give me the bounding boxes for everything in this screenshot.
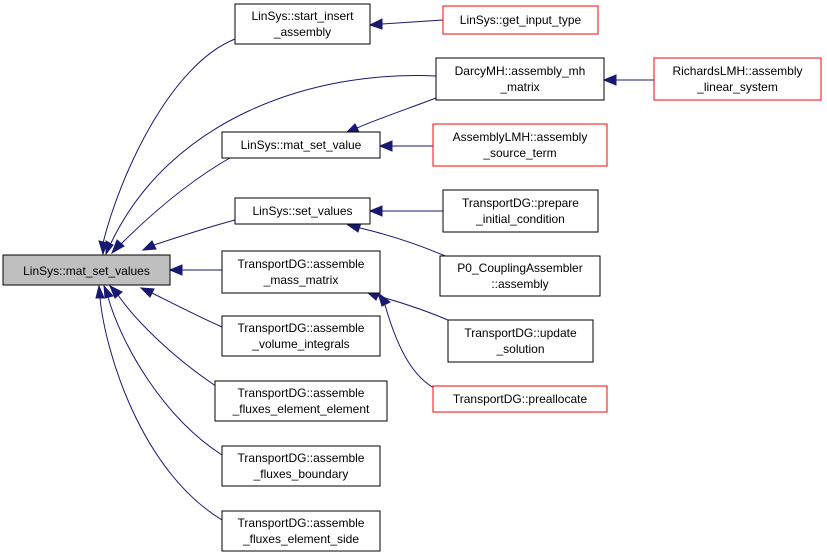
node-assemble-fluxes-boundary[interactable]: TransportDG::assemble _fluxes_boundary: [221, 445, 381, 487]
node-preallocate[interactable]: TransportDG::preallocate: [432, 385, 608, 413]
node-label: TransportDG::assemble: [238, 386, 365, 400]
node-label: TransportDG::assemble: [238, 451, 365, 465]
edge-fluxes-boundary-to-root: [107, 296, 223, 456]
node-start-insert-assembly[interactable]: LinSys::start_insert _assembly: [234, 3, 371, 45]
node-label: ::assembly: [491, 277, 548, 291]
node-label: _matrix: [499, 80, 539, 94]
arrowhead: [378, 140, 393, 152]
edge-preallocate-to-mass-matrix: [384, 304, 449, 395]
node-label: _mass_matrix: [263, 273, 339, 287]
edge-mat-set-value-to-root: [119, 154, 236, 246]
arrowhead: [368, 18, 383, 30]
nodes: LinSys::mat_set_values LinSys::start_ins…: [2, 3, 822, 552]
arrowhead: [168, 264, 183, 276]
node-assemble-fluxes-element-element[interactable]: TransportDG::assemble _fluxes_element_el…: [214, 380, 388, 422]
node-get-input-type[interactable]: LinSys::get_input_type: [442, 5, 599, 35]
arrowhead: [602, 74, 617, 86]
node-assemble-mass-matrix[interactable]: TransportDG::assemble _mass_matrix: [221, 250, 381, 294]
edge-start-insert-to-root: [102, 38, 236, 244]
node-label: DarcyMH::assembly_mh: [455, 64, 586, 78]
node-label: TransportDG::assemble: [238, 321, 365, 335]
edge-darcy-mh-to-root: [110, 75, 437, 244]
edge-set-values-to-root: [153, 219, 236, 246]
arrowhead: [141, 240, 157, 251]
node-darcy-mh-assembly-mh-matrix[interactable]: DarcyMH::assembly_mh _matrix: [435, 57, 605, 101]
node-mat-set-value[interactable]: LinSys::mat_set_value: [221, 131, 381, 159]
node-label: TransportDG::update: [464, 326, 577, 340]
node-assemble-volume-integrals[interactable]: TransportDG::assemble _volume_integrals: [221, 315, 381, 357]
arrowhead: [105, 240, 114, 256]
node-label: RichardsLMH::assembly: [672, 64, 802, 78]
edge-get-input-type-to-start-insert: [381, 19, 444, 25]
node-label: TransportDG::assemble: [238, 257, 365, 271]
node-mat-set-values-root[interactable]: LinSys::mat_set_values: [2, 254, 171, 286]
node-label: TransportDG::prepare: [462, 196, 579, 210]
node-label: LinSys::mat_set_value: [241, 138, 362, 152]
node-label: _linear_system: [696, 80, 778, 94]
node-label: LinSys::set_values: [252, 204, 352, 218]
node-assemble-fluxes-element-side[interactable]: TransportDG::assemble _fluxes_element_si…: [221, 510, 381, 552]
arrowhead: [95, 284, 105, 299]
node-update-solution[interactable]: TransportDG::update _solution: [447, 319, 594, 363]
edge-volume-integrals-to-root: [151, 292, 223, 328]
node-assembly-lmh-source-term[interactable]: AssemblyLMH::assembly _source_term: [432, 123, 608, 167]
edges: [95, 18, 654, 521]
node-label: _assembly: [273, 25, 331, 39]
edge-darcy-mh-to-mat-set-value: [356, 97, 437, 129]
arrowhead: [109, 284, 123, 299]
node-label: P0_CouplingAssembler: [457, 261, 582, 275]
node-label: _initial_condition: [475, 212, 565, 226]
node-label: LinSys::start_insert: [251, 9, 354, 23]
node-label: AssemblyLMH::assembly: [453, 130, 588, 144]
node-label: TransportDG::assemble: [238, 516, 365, 530]
arrowhead: [139, 287, 155, 298]
node-set-values[interactable]: LinSys::set_values: [234, 197, 371, 225]
edge-fluxes-ee-to-root: [117, 294, 223, 391]
edge-p0-coupling-to-set-values: [359, 227, 451, 259]
node-p0-coupling-assembly[interactable]: P0_CouplingAssembler ::assembly: [439, 255, 601, 297]
node-label: _volume_integrals: [251, 337, 349, 351]
arrowhead: [368, 205, 383, 217]
node-label: LinSys::mat_set_values: [23, 264, 150, 278]
node-prepare-initial-condition[interactable]: TransportDG::prepare _initial_condition: [442, 189, 599, 233]
arrowhead: [111, 239, 125, 255]
node-richards-assembly-linear-system[interactable]: RichardsLMH::assembly _linear_system: [653, 57, 822, 101]
node-label: _fluxes_boundary: [253, 467, 349, 481]
node-label: _fluxes_element_side: [242, 532, 359, 546]
arrowhead: [98, 240, 108, 256]
edge-fluxes-es-to-root: [99, 297, 223, 521]
node-label: TransportDG::preallocate: [453, 392, 588, 406]
arrowhead: [377, 291, 391, 307]
node-label: _fluxes_element_element: [232, 402, 370, 416]
node-label: _solution: [495, 342, 544, 356]
node-label: _source_term: [482, 146, 556, 160]
node-label: LinSys::get_input_type: [460, 13, 582, 27]
arrowhead: [103, 284, 114, 299]
